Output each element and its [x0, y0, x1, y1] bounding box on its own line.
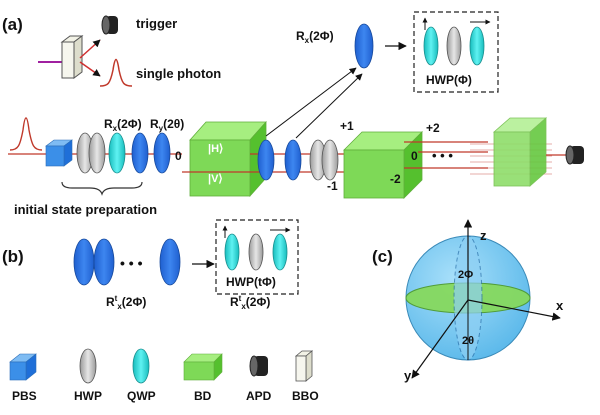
inset-hwp — [446, 26, 462, 66]
legend-hwp-icon — [79, 348, 97, 384]
init-rot-2 — [153, 132, 171, 174]
beam-displacer-1 — [189, 120, 267, 198]
panel-a-label: (a) — [2, 15, 23, 34]
panel-c-label: (c) — [372, 247, 393, 266]
z-label: z — [480, 228, 487, 243]
beam-displacer-3 — [492, 117, 548, 187]
mode-m2-label: -2 — [390, 172, 401, 186]
single-photon-label: single photon — [136, 66, 221, 81]
inset-hwp-label: HWP(Φ) — [426, 73, 472, 87]
legend-qwp-icon — [132, 348, 150, 384]
h-state-label: |H⟩ — [208, 143, 223, 155]
main-ellipsis: • • • — [432, 148, 453, 163]
x-label: x — [556, 298, 564, 313]
single-photon-pulse-icon — [99, 58, 133, 87]
b-rot-1 — [73, 238, 95, 286]
panel-b-label: (b) — [2, 247, 24, 266]
initial-state-brace — [61, 181, 143, 196]
y-label: y — [404, 368, 412, 383]
b-hwp — [248, 233, 264, 271]
inset-qwp-1 — [423, 26, 439, 66]
mid-rot-1 — [257, 139, 275, 181]
inset-rot-disk — [354, 23, 374, 69]
mode-p1-label: +1 — [340, 119, 354, 133]
v-state-label: |V⟩ — [208, 173, 223, 185]
legend-qwp-label: QWP — [127, 389, 156, 403]
inset-rx-label: Rx(2Φ) — [296, 29, 334, 45]
x-axis — [467, 299, 561, 321]
legend-apd-label: APD — [246, 389, 272, 403]
zoom-arrow-2 — [295, 73, 363, 139]
rx-label: Rx(2Φ) — [104, 117, 142, 133]
mid-rot-2 — [284, 139, 302, 181]
trigger-apd-icon — [101, 15, 118, 35]
initial-state-label: initial state preparation — [14, 202, 157, 217]
inset-qwp-2 — [469, 26, 485, 66]
legend-bbo-icon — [294, 350, 314, 382]
ry-label: Ry(2θ) — [150, 117, 184, 133]
legend-pbs-label: PBS — [12, 389, 37, 403]
mode-p2-label: +2 — [426, 121, 440, 135]
beam-displacer-2 — [343, 131, 423, 199]
b-rot-2 — [93, 238, 115, 286]
legend-pbs-icon — [9, 353, 37, 381]
mode-0-label: 0 — [175, 149, 182, 163]
input-pulse-icon — [9, 117, 43, 151]
mode-0b-label: 0 — [411, 149, 418, 163]
b-right-label: Rtx(2Φ) — [230, 294, 270, 311]
pbs-cube — [45, 139, 73, 167]
detector-apd-icon — [565, 145, 584, 165]
theta-label: 2θ — [462, 335, 474, 347]
b-rot-3 — [159, 238, 181, 286]
mode-m1-label: -1 — [327, 179, 338, 193]
phi-label: 2Φ — [458, 269, 473, 281]
trigger-label: trigger — [136, 16, 177, 31]
zoom-arrow-1 — [265, 67, 357, 137]
b-qwp-2 — [272, 233, 288, 271]
init-hwp-2 — [88, 132, 106, 174]
legend-apd-icon — [249, 355, 268, 377]
init-qwp — [108, 132, 126, 174]
legend-bd-icon — [183, 353, 223, 381]
source-bbo-icon — [38, 35, 101, 79]
mid-hwp-2 — [321, 139, 339, 181]
legend-bbo-label: BBO — [292, 389, 319, 403]
inset-box-b — [215, 219, 299, 295]
b-left-label: Rtx(2Φ) — [106, 294, 146, 311]
legend-hwp-label: HWP — [74, 389, 102, 403]
legend-bd-label: BD — [194, 389, 212, 403]
b-qwp-1 — [224, 233, 240, 271]
y-axis — [411, 299, 469, 379]
init-rot-1 — [131, 132, 149, 174]
inset-box-a — [413, 11, 499, 93]
b-hwp-label: HWP(tΦ) — [226, 275, 276, 289]
b-ellipsis: • • • — [120, 255, 143, 271]
